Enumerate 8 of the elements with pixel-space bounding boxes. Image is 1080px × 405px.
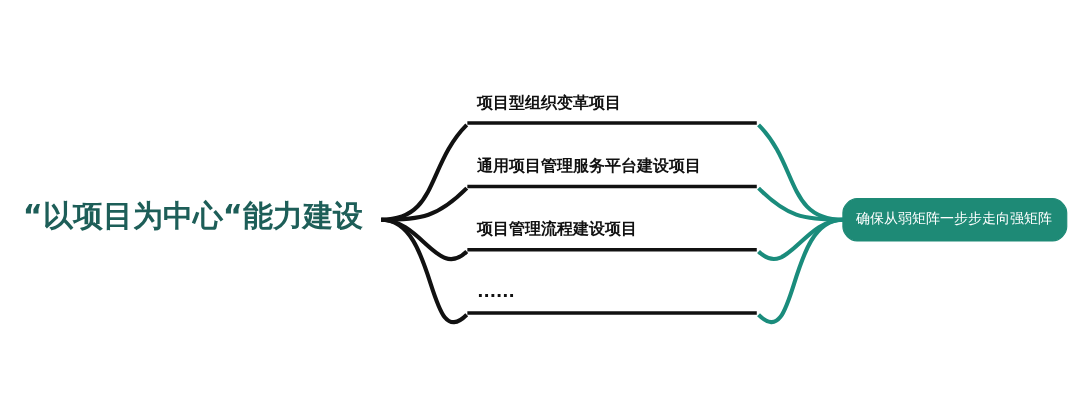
node-text: 项目管理流程建设项目: [477, 219, 638, 239]
node-box: 确保从弱矩阵一步步走向强矩阵: [842, 198, 1068, 242]
node-text: 通用项目管理服务平台建设项目: [477, 155, 702, 175]
node-text: ......: [477, 282, 515, 302]
connector: [757, 217, 844, 324]
node-text: 项目型组织变革项目: [477, 92, 622, 112]
connector: [380, 217, 468, 324]
node-text: “以项目为中心“能力建设: [22, 198, 363, 233]
